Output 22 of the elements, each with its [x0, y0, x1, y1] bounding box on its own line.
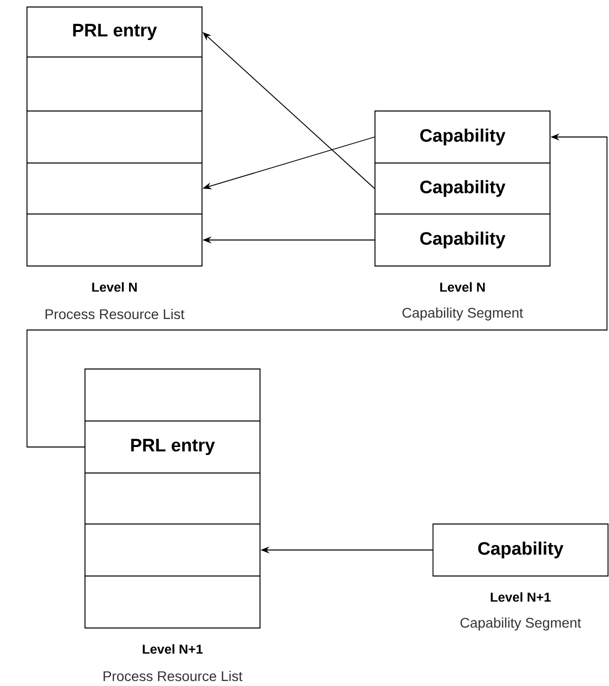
empty-cell	[26, 162, 202, 214]
cell-box: Capability	[374, 214, 550, 266]
level-label: Level N+1	[490, 592, 551, 602]
cell-box: PRL entry	[26, 6, 202, 58]
empty-cell	[26, 214, 202, 266]
caption-text: Capability Segment	[402, 307, 524, 321]
empty-cell	[26, 110, 202, 164]
caption-text: Process Resource List	[46, 308, 184, 320]
empty-cell	[84, 524, 260, 576]
caption-text: Process Resource List	[104, 670, 242, 682]
level-label: Level N	[92, 282, 137, 292]
empty-cell	[84, 472, 260, 524]
cell-box: PRL entry	[84, 420, 260, 474]
cell-box: Capability	[374, 162, 550, 214]
cell-box: Capability	[374, 110, 550, 164]
caption-text: Capability Segment	[460, 617, 582, 631]
level-label: Level N+1	[142, 644, 203, 654]
empty-cell	[84, 368, 260, 422]
empty-cell	[26, 56, 202, 112]
process-box: Capability	[432, 524, 608, 576]
empty-cell	[84, 576, 260, 628]
level-label: Level N	[440, 282, 485, 292]
